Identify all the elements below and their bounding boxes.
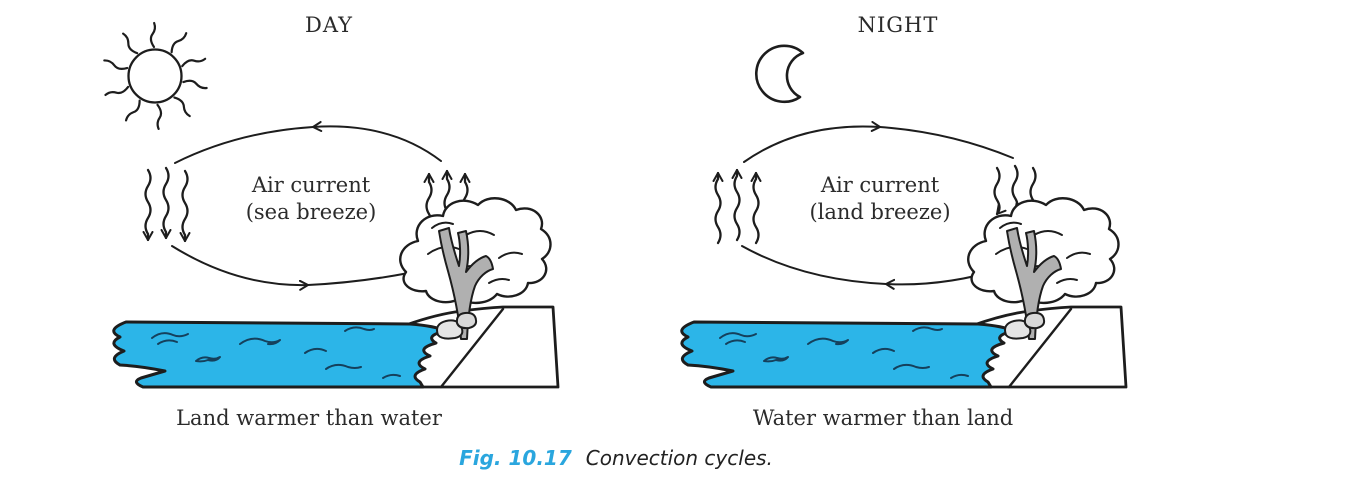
day-title: DAY (304, 13, 354, 37)
water-ripples (151, 326, 401, 379)
moon-icon (754, 44, 805, 104)
day-panel-art (102, 21, 560, 389)
night-cycle-label: Air current (land breeze) (809, 172, 950, 226)
wavy-arrow-down (164, 168, 169, 238)
night-title: NIGHT (857, 13, 939, 37)
tree-trunk (438, 227, 494, 340)
sun-icon (102, 21, 209, 131)
figure-caption-text: Convection cycles. (585, 446, 773, 470)
day-cycle-label-line1: Air current (251, 173, 371, 197)
shore-terrain (112, 197, 560, 389)
wavy-arrow-up (735, 170, 740, 240)
day-cycle-label-line2: (sea breeze) (245, 200, 377, 224)
day-upper-air-arc (174, 120, 442, 164)
day-lower-air-arc (171, 245, 438, 291)
water (112, 320, 447, 389)
night-cycle-label-line1: Air current (820, 173, 940, 197)
rock-small (455, 311, 478, 330)
night-panel-art (680, 44, 1128, 389)
day-caption: Land warmer than water (176, 406, 442, 430)
night-lower-air-arc (741, 245, 1003, 290)
night-upper-air-arc (743, 120, 1014, 163)
figure-caption: Fig. 10.17 Convection cycles. (459, 446, 773, 470)
wavy-arrow-down (183, 171, 188, 241)
figure-number: Fig. 10.17 (459, 446, 572, 470)
night-rising-air-arrows (716, 170, 759, 243)
wavy-arrow-up (754, 173, 759, 243)
rock (436, 319, 464, 340)
day-descending-air-arrows (146, 168, 188, 241)
night-cycle-label-line2: (land breeze) (809, 200, 951, 224)
night-caption: Water warmer than land (752, 406, 1014, 430)
land-slope-edge (439, 307, 505, 389)
wavy-arrow-down (995, 168, 1000, 214)
shore-terrain-night (680, 196, 1128, 389)
wavy-arrow-up (716, 173, 721, 243)
wavy-arrow-down (146, 170, 151, 240)
day-cycle-label: Air current (sea breeze) (246, 172, 377, 226)
